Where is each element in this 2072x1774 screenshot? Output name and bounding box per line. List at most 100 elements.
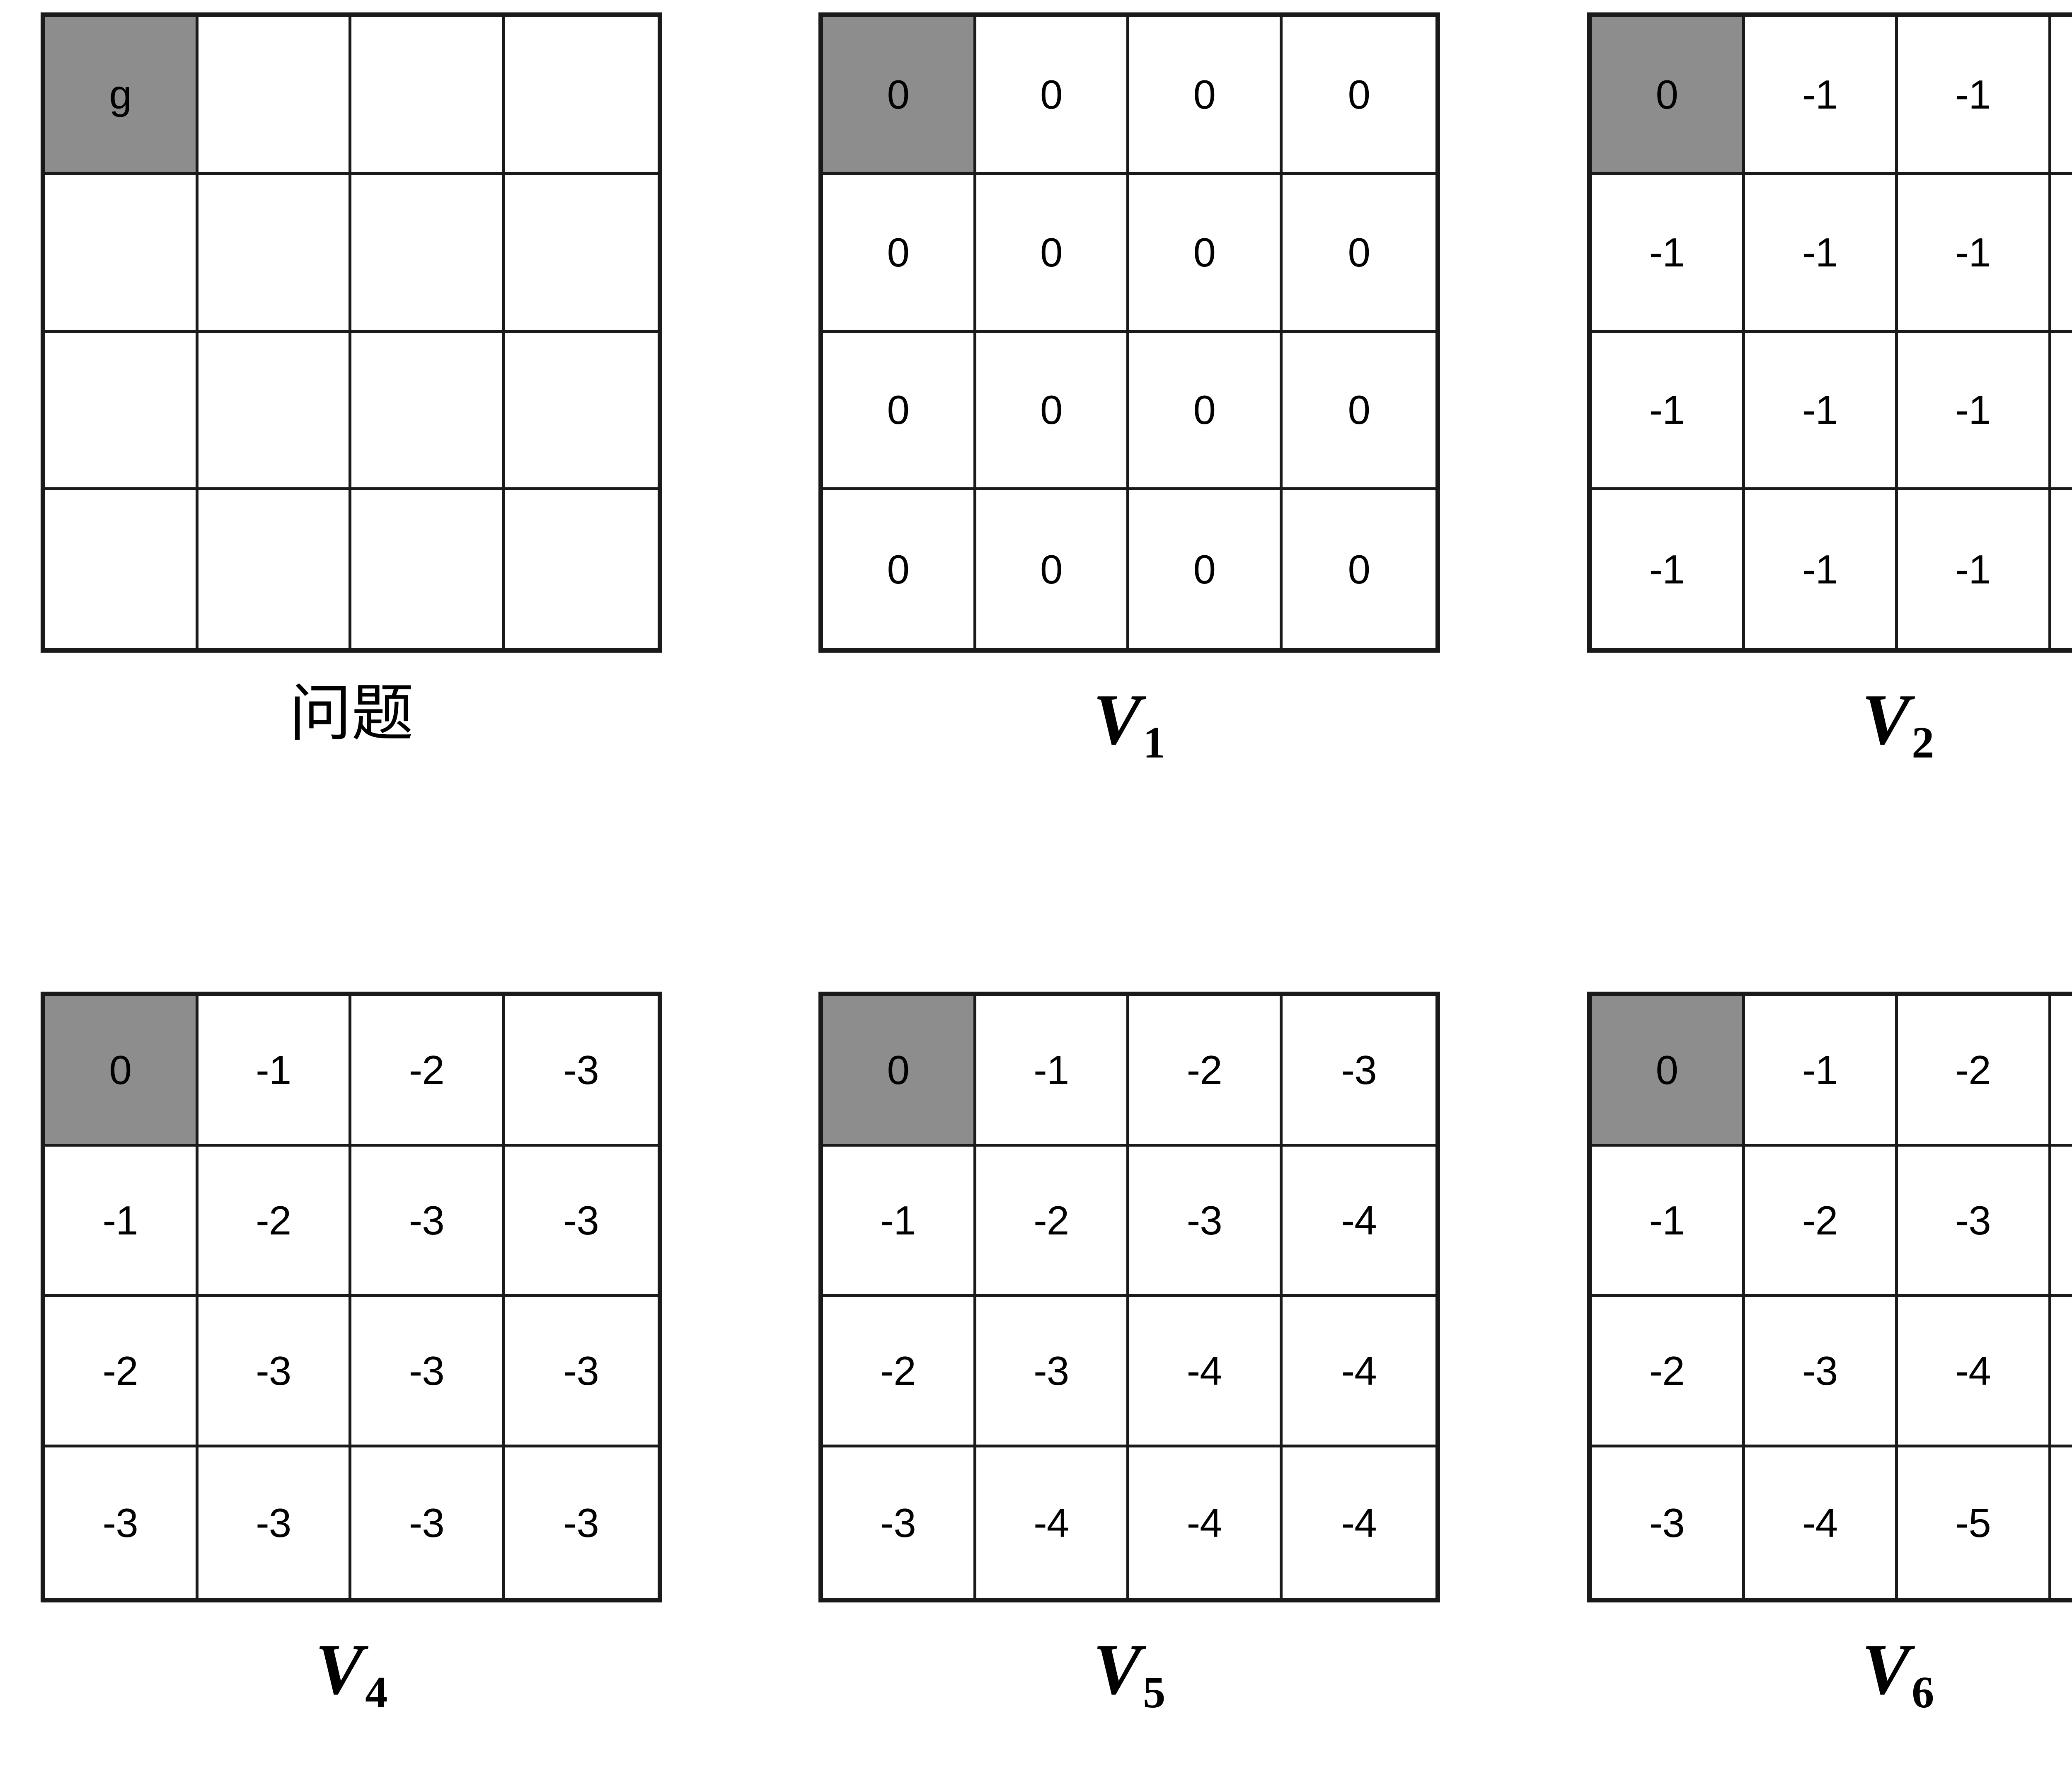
grid-cell: -3 [823, 1447, 976, 1598]
grid-cell: 0 [1129, 174, 1283, 333]
grid-cell [45, 490, 198, 648]
grid-cell: 0 [1282, 332, 1435, 491]
grid-cell: 0 [1282, 174, 1435, 333]
grid-cell: -1 [1745, 332, 1898, 491]
grid-cell: 0 [976, 174, 1129, 333]
grid-cell [504, 490, 658, 648]
grid-cell: -1 [976, 996, 1129, 1147]
grid-cell: -3 [351, 1447, 505, 1598]
grid-cell: -1 [1898, 490, 2051, 648]
grid-cell: 0 [976, 490, 1129, 648]
grid-cell: -3 [1282, 996, 1435, 1147]
grid-cell: -1 [198, 996, 351, 1147]
grid-cell-start: g [45, 17, 198, 175]
grid-cell [45, 174, 198, 333]
grid-cell: -1 [1745, 490, 1898, 648]
grid-cell: -4 [976, 1447, 1129, 1598]
grid-panel-v6: 0-1-2-3-1-2-3-4-2-3-4-5-3-4-5-5V6 [1587, 992, 2072, 1715]
value-grid-v6: 0-1-2-3-1-2-3-4-2-3-4-5-3-4-5-5 [1587, 992, 2072, 1602]
grid-cell: -3 [1745, 1297, 1898, 1447]
grid-cell: -1 [1592, 1147, 1745, 1297]
value-grid-v4: 0-1-2-3-1-2-3-3-2-3-3-3-3-3-3-3 [41, 992, 662, 1602]
grid-cell: -3 [1592, 1447, 1745, 1598]
grid-cell-start: 0 [823, 996, 976, 1147]
caption-subscript: 4 [365, 1667, 388, 1717]
grid-cell: -3 [2051, 996, 2072, 1147]
grid-cell: -4 [1898, 1297, 2051, 1447]
grid-cell: -1 [1898, 174, 2051, 333]
grid-cell: 0 [1129, 490, 1283, 648]
caption-symbol: V [1861, 1629, 1910, 1709]
grid-cell: -1 [45, 1147, 198, 1297]
panel-caption-problem: 问题 [289, 678, 414, 750]
panel-caption-v4: V4 [41, 1633, 662, 1715]
grid-cell [351, 17, 505, 175]
grid-cell: -2 [1745, 1147, 1898, 1297]
grid-cell: -3 [976, 1297, 1129, 1447]
grid-cell: -1 [1745, 17, 1898, 175]
caption-symbol: V [1861, 679, 1910, 760]
grid-cell: 0 [976, 17, 1129, 175]
grid-cell: -4 [1129, 1297, 1283, 1447]
grid-cell [351, 332, 505, 491]
grid-cell: -1 [1592, 332, 1745, 491]
grid-cell: -3 [198, 1447, 351, 1598]
grid-cell: 0 [1129, 332, 1283, 491]
grid-cell-start: 0 [45, 996, 198, 1147]
grid-cell: -3 [45, 1447, 198, 1598]
grid-cell: -3 [504, 1297, 658, 1447]
caption-subscript: 5 [1143, 1667, 1166, 1717]
grid-cell [351, 490, 505, 648]
grid-cell: -1 [2051, 174, 2072, 333]
panel-caption-v1: V1 [818, 683, 1440, 765]
grid-cell: -3 [351, 1297, 505, 1447]
grid-cell: -3 [504, 1447, 658, 1598]
grid-cell: -1 [1592, 490, 1745, 648]
grid-cell: -4 [1745, 1447, 1898, 1598]
grid-cell: -4 [1282, 1447, 1435, 1598]
grid-cell [504, 332, 658, 491]
grid-cell: -2 [351, 996, 505, 1147]
caption-subscript: 1 [1143, 717, 1166, 767]
grid-cell: -1 [2051, 332, 2072, 491]
grid-cell [45, 332, 198, 491]
panel-caption-v6: V6 [1587, 1633, 2072, 1715]
grid-cell: -4 [1282, 1297, 1435, 1447]
grid-cell: -3 [504, 996, 658, 1147]
grid-cell-start: 0 [823, 17, 976, 175]
grid-cell [351, 174, 505, 333]
grid-cell [504, 17, 658, 175]
grid-cell [504, 174, 658, 333]
grid-cell: -2 [1129, 996, 1283, 1147]
grid-panel-v2: 0-1-1-1-1-1-1-1-1-1-1-1-1-1-1-1V2 [1587, 12, 2072, 765]
grid-cell: -2 [45, 1297, 198, 1447]
value-grid-v2: 0-1-1-1-1-1-1-1-1-1-1-1-1-1-1-1 [1587, 12, 2072, 653]
grid-cell: -1 [2051, 17, 2072, 175]
grid-cell: -1 [1745, 996, 1898, 1147]
grid-cell: 0 [823, 332, 976, 491]
grid-cell: -5 [1898, 1447, 2051, 1598]
value-grid-v5: 0-1-2-3-1-2-3-4-2-3-4-4-3-4-4-4 [818, 992, 1440, 1602]
grid-cell: -4 [2051, 1147, 2072, 1297]
grid-cell: -3 [1898, 1147, 2051, 1297]
caption-symbol: V [1093, 679, 1142, 760]
grid-cell: -2 [1592, 1297, 1745, 1447]
grid-cell: -1 [823, 1147, 976, 1297]
grid-cell: 0 [1129, 17, 1283, 175]
grid-cell: -3 [351, 1147, 505, 1297]
grid-cell: 0 [1282, 490, 1435, 648]
grid-cell: -5 [2051, 1447, 2072, 1598]
caption-subscript: 2 [1912, 717, 1934, 767]
grid-cell [198, 490, 351, 648]
panel-caption-v2: V2 [1587, 683, 2072, 765]
grid-cell: -3 [1129, 1147, 1283, 1297]
caption-subscript: 6 [1912, 1667, 1934, 1717]
grid-cell-start: 0 [1592, 996, 1745, 1147]
grid-cell: -1 [1898, 332, 2051, 491]
grid-cell: -1 [2051, 490, 2072, 648]
panel-caption-v5: V5 [818, 1633, 1440, 1715]
